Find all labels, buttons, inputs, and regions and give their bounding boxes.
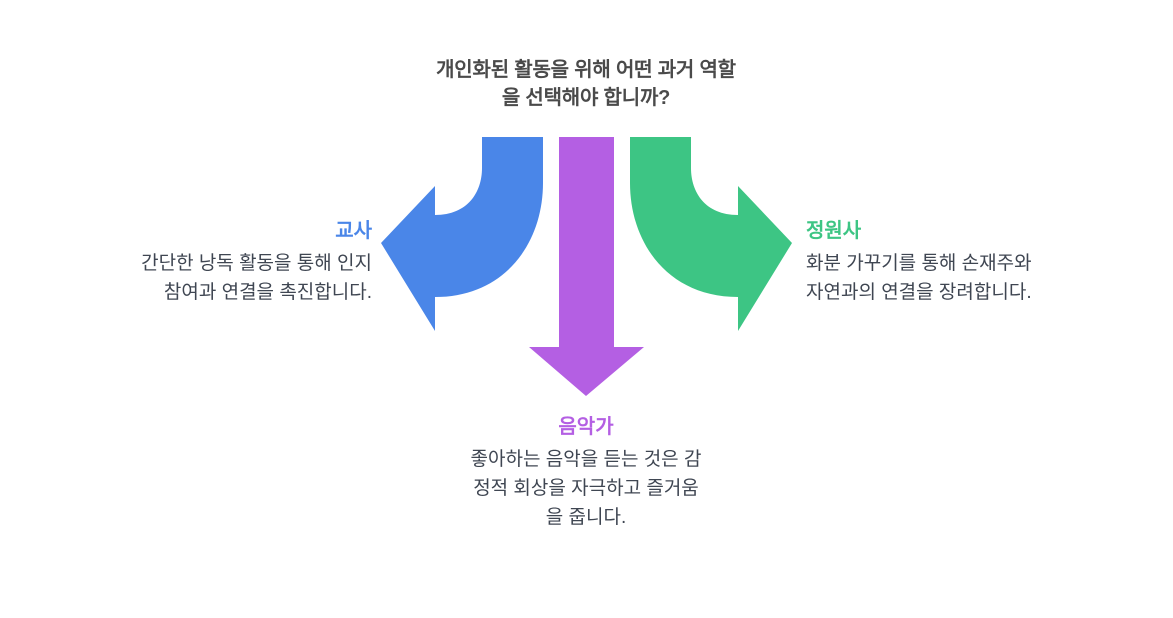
branch-musician: 음악가 좋아하는 음악을 듣는 것은 감 정적 회상을 자극하고 즐거움 을 줍… bbox=[386, 414, 786, 533]
branch-teacher-label: 교사 bbox=[335, 220, 372, 242]
curved-arrow-right-icon bbox=[630, 137, 792, 331]
branch-musician-description: 좋아하는 음악을 듣는 것은 감 정적 회상을 자극하고 즐거움 을 줍니다. bbox=[470, 449, 702, 528]
branch-teacher: 교사 간단한 낭독 활동을 통해 인지 참여과 연결을 촉진합니다. bbox=[0, 218, 372, 308]
page-title: 개인화된 활동을 위해 어떤 과거 역할 을 선택해야 합니까? bbox=[436, 59, 736, 110]
branch-teacher-description: 간단한 낭독 활동을 통해 인지 참여과 연결을 촉진합니다. bbox=[141, 253, 372, 303]
branch-gardener-description: 화분 가꾸기를 통해 손재주와 자연과의 연결을 장려합니다. bbox=[806, 253, 1032, 303]
branch-gardener-label: 정원사 bbox=[806, 220, 862, 242]
straight-arrow-down-icon bbox=[529, 137, 644, 396]
curved-arrow-left-icon bbox=[381, 137, 543, 331]
branch-gardener: 정원사 화분 가꾸기를 통해 손재주와 자연과의 연결을 장려합니다. bbox=[806, 218, 1166, 308]
branch-musician-label: 음악가 bbox=[558, 416, 614, 438]
